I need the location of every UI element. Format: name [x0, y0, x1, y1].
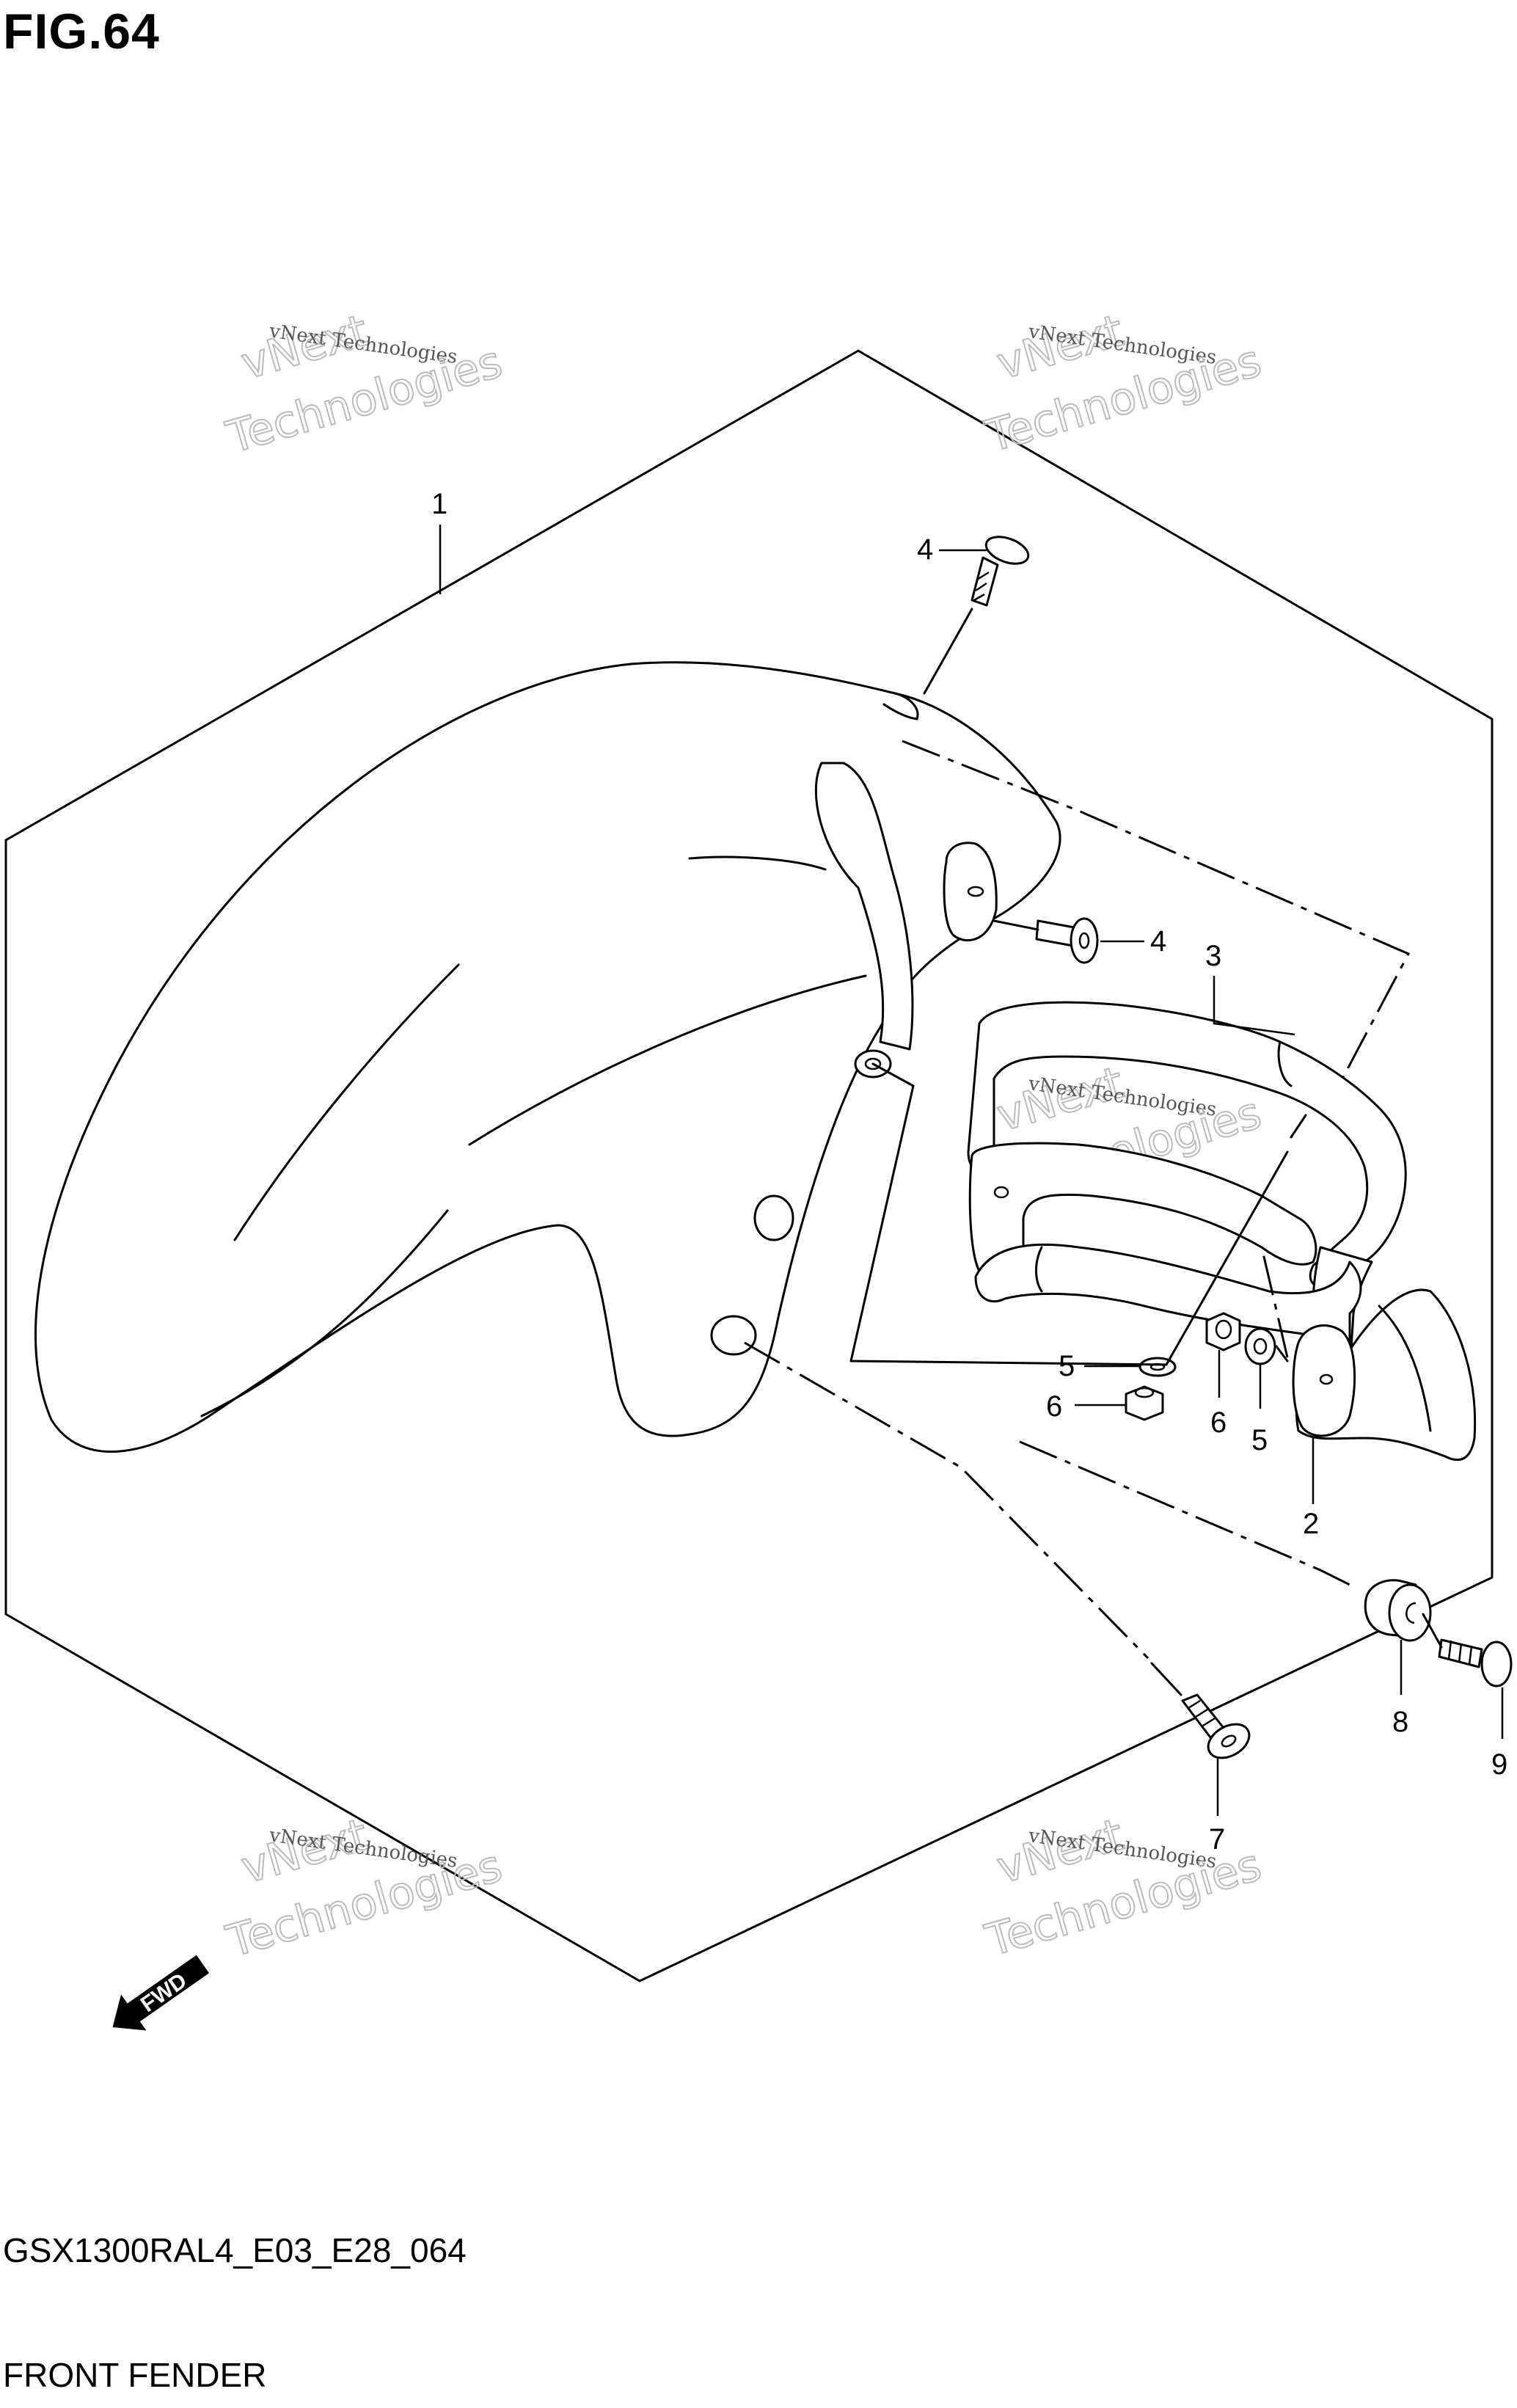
grommet-8-drawing — [1364, 1579, 1432, 1642]
label-part-9: 9 — [1491, 1748, 1507, 1781]
leader-lines — [439, 525, 1504, 1816]
label-part-7: 7 — [1209, 1823, 1225, 1856]
label-part-2: 2 — [1303, 1508, 1319, 1540]
brace-lower-drawing — [974, 1243, 1477, 1462]
washer-5-right-drawing — [1244, 1327, 1276, 1365]
bolt-7-drawing — [1181, 1693, 1251, 1759]
bolt-9-drawing — [1438, 1638, 1513, 1688]
nut-6-left-drawing — [1125, 1385, 1164, 1421]
watermark-top-right: vNext vNext Technologies Technologies — [979, 304, 1268, 464]
watermark-bottom-left: vNext vNext Technologies Technologies — [220, 1809, 508, 1969]
part-labels: 1 2 3 4 4 5 5 6 6 7 8 9 — [431, 488, 1507, 1856]
figure-code: GSX1300RAL4_E03_E28_064 — [3, 2231, 467, 2269]
label-part-4-side: 4 — [1150, 925, 1166, 957]
label-part-6-left: 6 — [1046, 1390, 1062, 1423]
label-part-1: 1 — [431, 488, 447, 520]
figure-caption: FRONT FENDER — [3, 2356, 267, 2394]
label-part-5-right: 5 — [1251, 1424, 1268, 1456]
assembly-outline — [4, 349, 1494, 1982]
washer-5-left-drawing — [1138, 1357, 1177, 1377]
label-part-5-left: 5 — [1059, 1350, 1075, 1382]
watermark-top-left: vNext vNext Technologies Technologies — [220, 304, 508, 464]
assembly-guide-lines — [744, 608, 1443, 1696]
fwd-arrow-icon: FWD — [112, 1955, 210, 2031]
bolt-4-side-drawing — [1035, 917, 1099, 964]
front-fender-drawing — [34, 661, 1061, 1453]
label-part-3: 3 — [1205, 940, 1221, 972]
label-part-8: 8 — [1392, 1706, 1408, 1738]
bolt-4-top-drawing — [970, 536, 1030, 607]
label-part-6-right: 6 — [1210, 1407, 1227, 1439]
nut-6-right-drawing — [1205, 1312, 1241, 1351]
label-part-4-top: 4 — [917, 533, 933, 566]
figure-title: FIG.64 — [3, 4, 160, 59]
